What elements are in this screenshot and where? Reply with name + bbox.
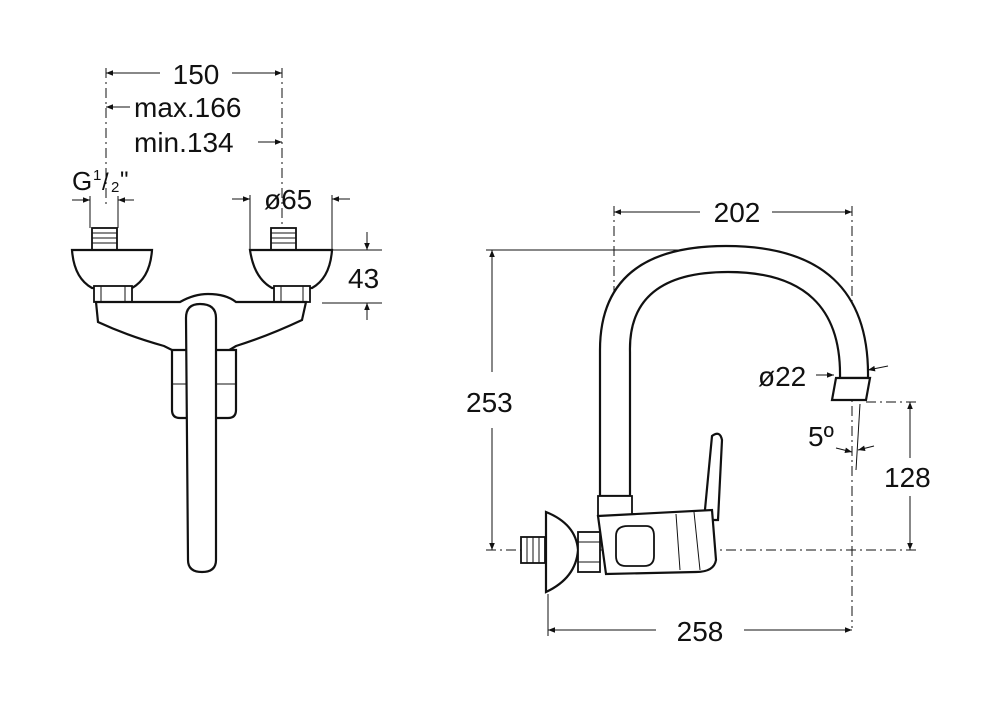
dimension-thread-numerator: 1 — [93, 167, 101, 184]
dimension-min-label: min.134 — [134, 127, 234, 158]
dimension-flange-height-label: 43 — [348, 263, 379, 294]
dimension-flange-diameter-label: ø65 — [264, 184, 312, 215]
dimension-thread: G 1 / 2 " — [72, 166, 134, 228]
wall-connector — [520, 510, 601, 594]
spout — [597, 244, 872, 517]
lever-handle — [702, 432, 724, 522]
dimension-outlet-height-label: 128 — [884, 462, 931, 493]
dimension-total-height: 253 — [466, 249, 920, 551]
side-mixer-body — [596, 508, 718, 576]
dimension-angle-label: 5º — [808, 421, 834, 452]
dimension-spout-reach-label: 202 — [714, 197, 761, 228]
dimension-thread-label: G — [72, 166, 92, 196]
dimension-outlet-diameter-label: ø22 — [758, 361, 806, 392]
side-view: 202 253 ø22 5º 128 — [466, 197, 931, 647]
dimension-thread-slash: / — [102, 169, 109, 196]
dimension-max: max.166 — [106, 92, 241, 123]
dimension-outlet-height: 128 — [866, 401, 931, 550]
left-connector — [70, 227, 154, 303]
mixer-body — [94, 292, 308, 574]
dimension-total-depth-label: 258 — [677, 616, 724, 647]
dimension-thread-denominator: 2 — [111, 179, 119, 196]
dimension-min: min.134 — [134, 127, 282, 158]
dimension-thread-unit: " — [120, 167, 129, 194]
dimension-total-depth: 258 — [547, 594, 852, 647]
dimension-flange-height: 43 — [322, 232, 382, 320]
dimension-center-distance: 150 — [106, 59, 282, 90]
dimension-angle: 5º — [808, 403, 875, 471]
dimension-flange-diameter: ø65 — [232, 184, 350, 250]
dimension-outlet-diameter: ø22 — [758, 361, 889, 392]
dimension-max-label: max.166 — [134, 92, 241, 123]
dimension-center-distance-label: 150 — [173, 59, 220, 90]
dimension-total-height-label: 253 — [466, 387, 513, 418]
right-connector — [248, 227, 334, 303]
front-view: 150 max.166 min.134 G 1 / 2 " ø65 — [70, 59, 382, 574]
